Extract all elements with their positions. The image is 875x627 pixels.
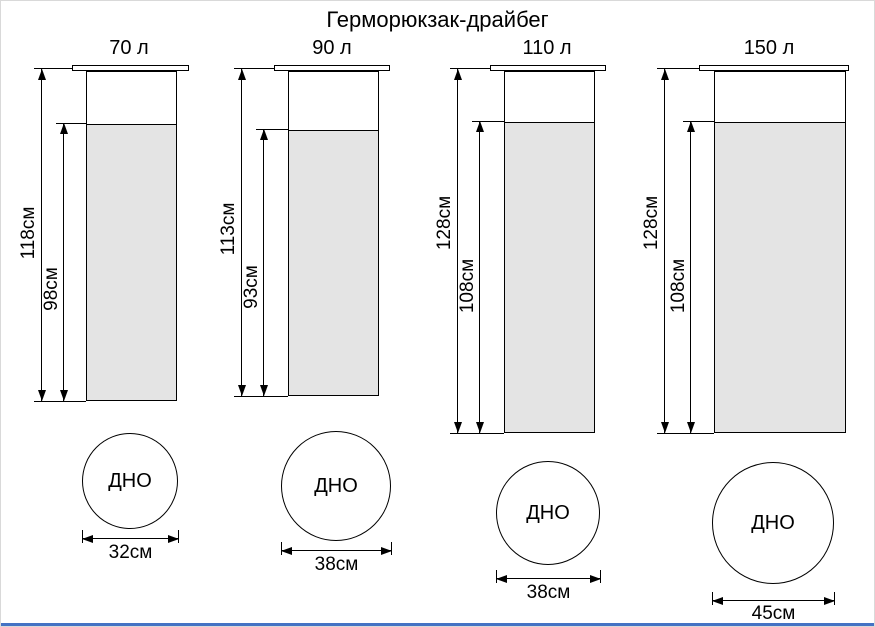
extension-line-bottom <box>34 401 86 402</box>
extension-line-top <box>657 68 699 69</box>
bag-fill <box>715 122 845 432</box>
extension-line-fill-top <box>472 121 504 122</box>
extension-line-bottom <box>657 433 714 434</box>
diameter-label: 38см <box>526 582 571 603</box>
outer-height-label: 128см <box>434 195 455 251</box>
extension-line-fill-top <box>56 123 86 124</box>
volume-label: 70 л <box>109 37 149 59</box>
extension-line-bottom <box>450 433 504 434</box>
outer-height-label: 128см <box>641 195 662 251</box>
bag-fill <box>505 122 594 432</box>
diameter-label: 32см <box>108 542 153 563</box>
extension-line-top <box>234 68 274 69</box>
bottom-circle-label: ДНО <box>751 511 795 534</box>
bottom-circle: ДНО <box>82 433 178 529</box>
bag-fill <box>87 124 176 400</box>
outer-height-arrow <box>237 69 246 396</box>
diameter-arrow <box>496 574 601 583</box>
inner-height-label: 98см <box>41 267 62 311</box>
outer-height-arrow <box>37 69 46 401</box>
inner-height-arrow <box>59 123 68 401</box>
diameter-label: 45см <box>751 603 796 624</box>
bag-top-flange <box>72 65 189 71</box>
bag-body <box>504 71 595 433</box>
bottom-circle-label: ДНО <box>526 501 570 524</box>
outer-height-arrow <box>660 69 669 433</box>
bag-top-flange <box>699 65 849 71</box>
volume-label: 150 л <box>743 37 795 59</box>
inner-height-arrow <box>259 129 268 396</box>
outer-height-label: 118см <box>18 206 39 260</box>
extension-line-fill-top <box>256 129 288 130</box>
inner-height-arrow <box>475 121 484 433</box>
page-title: Герморюкзак-драйбег <box>326 7 549 32</box>
bag-body <box>714 71 846 433</box>
bag-body <box>288 71 379 396</box>
bottom-edge-bar <box>1 623 874 626</box>
extension-line-top <box>450 68 490 69</box>
volume-label: 110 л <box>522 37 572 59</box>
inner-height-arrow <box>686 121 695 433</box>
inner-height-label: 108см <box>457 258 478 314</box>
bottom-circle-label: ДНО <box>108 469 152 492</box>
bag-fill <box>289 130 378 395</box>
bag-top-flange <box>490 65 606 71</box>
extension-line-bottom <box>234 396 288 397</box>
diameter-arrow <box>712 596 835 605</box>
outer-height-label: 113см <box>218 202 239 256</box>
inner-height-label: 93см <box>241 265 262 309</box>
bottom-circle: ДНО <box>281 431 391 541</box>
extension-line-fill-top <box>683 121 714 122</box>
diameter-label: 38см <box>314 554 359 575</box>
inner-height-label: 108см <box>668 258 689 314</box>
bottom-circle: ДНО <box>712 462 834 584</box>
bottom-circle-label: ДНО <box>314 474 358 497</box>
bag-top-flange <box>274 65 390 71</box>
outer-height-arrow <box>453 69 462 433</box>
bag-body <box>86 71 177 401</box>
diameter-arrow <box>281 546 392 555</box>
volume-label: 90 л <box>312 37 352 59</box>
bottom-circle: ДНО <box>496 461 600 565</box>
extension-line-top <box>34 68 72 69</box>
diameter-arrow <box>82 534 179 543</box>
